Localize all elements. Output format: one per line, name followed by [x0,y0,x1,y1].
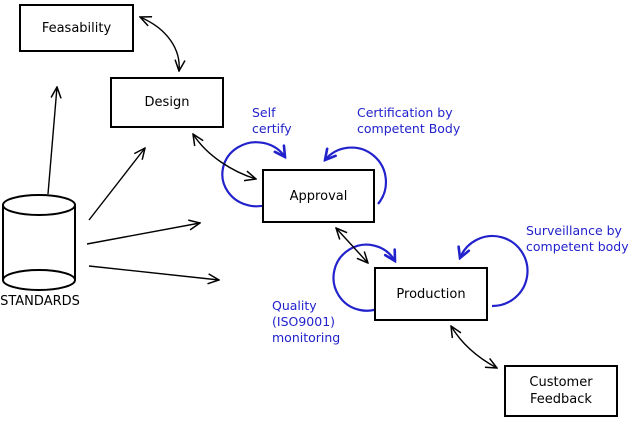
cylinder-bottom-ellipse [2,269,76,291]
node-feasability-label: Feasability [41,20,112,36]
node-design-label: Design [144,95,190,110]
self-loop-surveillance [460,234,529,308]
arrow-standards-to-approval [86,223,200,245]
arrow-standards-to-feasability [47,87,57,195]
annotation-certification: Certification by competent Body [357,105,461,136]
node-feasability: Feasability [19,4,134,52]
standards-cylinder-icon [2,194,76,291]
node-customer-feedback: Customer Feedback [504,365,618,417]
standards-label: STANDARDS [0,294,80,309]
arrow-standards-to-production [88,265,219,280]
arrow-standards-to-design [88,148,145,221]
annotation-surveillance: Surveillance by competent body [526,223,629,254]
self-loop-quality-monitoring [332,243,395,312]
node-approval: Approval [262,169,375,223]
self-loop-certification [325,146,388,205]
cylinder-top-ellipse [2,194,76,216]
arrow-production-customer-feedback [451,326,497,368]
node-customer-feedback-label: Customer Feedback [529,375,593,407]
node-approval-label: Approval [289,188,348,204]
annotation-self-certify: Self certify [252,105,292,136]
node-design: Design [110,77,224,128]
annotation-quality-monitoring: Quality (ISO9001) monitoring [272,298,341,345]
arrow-approval-production [336,228,368,263]
node-production-label: Production [396,286,466,302]
arrow-design-approval [193,134,256,179]
node-production: Production [374,267,488,321]
arrow-feasability-design [140,17,179,71]
